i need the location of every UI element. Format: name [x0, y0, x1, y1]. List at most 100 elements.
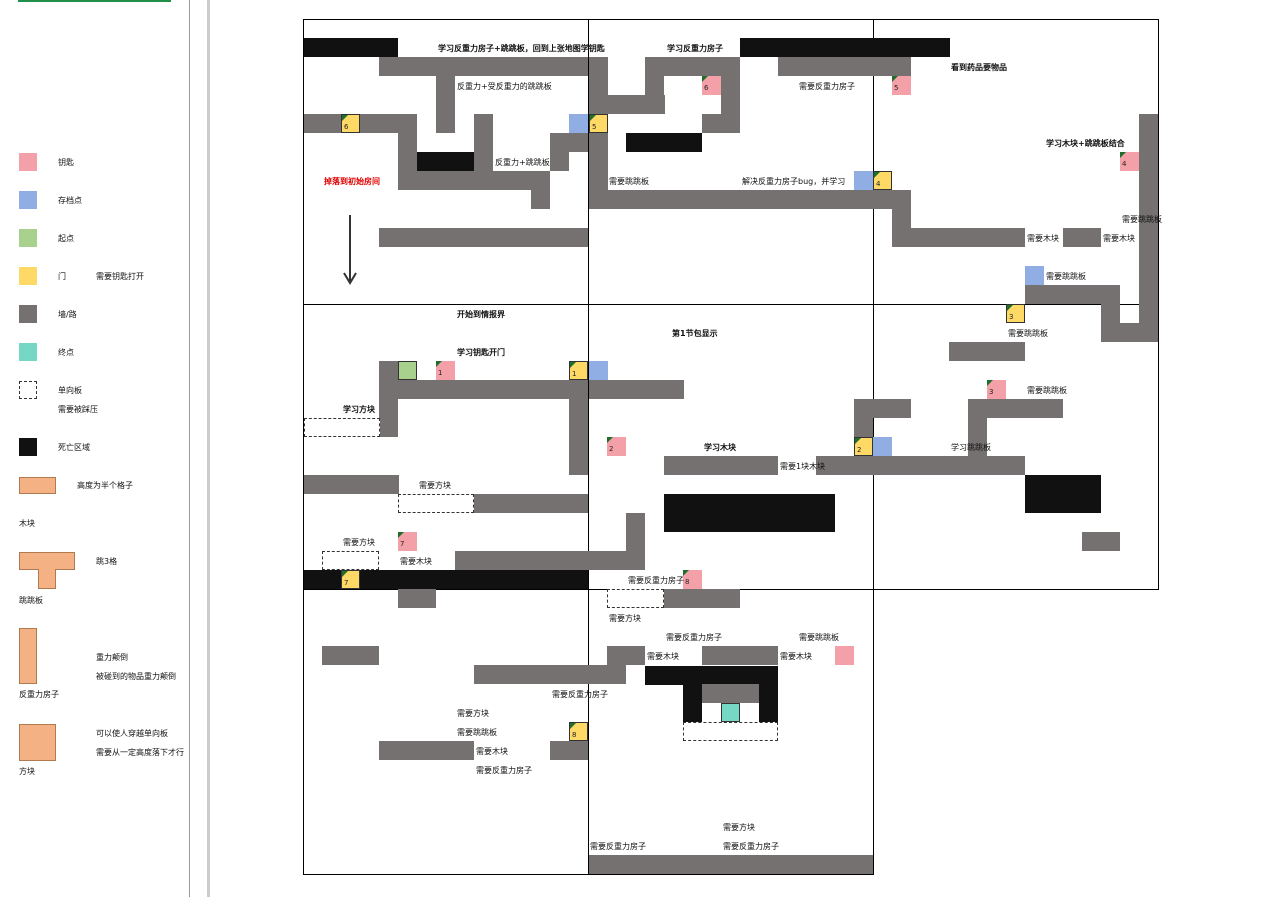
wall	[1025, 285, 1120, 304]
wall	[455, 551, 645, 570]
wall	[968, 399, 987, 456]
map-label: 需要反重力房子	[590, 842, 646, 851]
sidebar-divider	[189, 0, 190, 897]
legend-death-label: 死亡区域	[58, 443, 90, 452]
legend-start-label: 起点	[58, 234, 74, 243]
map-label: 需要跳跳板	[1122, 215, 1162, 224]
legend-oneway-label: 单向板	[58, 386, 82, 395]
death-zone	[626, 133, 702, 152]
map-label: 掉落到初始房间	[324, 177, 380, 186]
death-zone	[759, 685, 778, 723]
grid-line	[303, 304, 1159, 305]
legend-block-note2: 需要从一定高度落下才行	[96, 748, 184, 757]
door: 5	[589, 114, 608, 133]
map-label: 需要反重力房子	[628, 576, 684, 585]
map-label: 需要反重力房子	[666, 633, 722, 642]
death-zone	[304, 38, 398, 57]
key-item: 6	[702, 76, 721, 95]
save-point	[854, 171, 873, 190]
wall	[1139, 114, 1158, 342]
legend-block-note1: 可以使人穿越单向板	[96, 729, 168, 738]
death-zone	[740, 38, 950, 57]
key-item	[835, 646, 854, 665]
key-item: 1	[436, 361, 455, 380]
map-label: 需要跳跳板	[609, 177, 649, 186]
wall	[550, 133, 569, 171]
map-label: 第1节包显示	[672, 329, 718, 338]
legend-spring-note: 跳3格	[96, 557, 118, 566]
door: 1	[569, 361, 588, 380]
wall	[626, 513, 645, 570]
death-zone	[304, 570, 588, 589]
oneway-board	[683, 722, 778, 741]
wall	[589, 380, 684, 399]
wall	[569, 380, 588, 475]
wall	[379, 228, 588, 247]
save-point	[873, 437, 892, 456]
map-label: 需要1块木块	[780, 462, 826, 471]
map-label: 看到药品要物品	[951, 63, 1007, 72]
grid-line	[303, 19, 1159, 20]
door: 8	[569, 722, 588, 741]
map-label: 需要木块	[476, 747, 508, 756]
save-point	[589, 361, 608, 380]
grid-line	[303, 19, 304, 875]
door: 6	[341, 114, 360, 133]
save-point	[569, 114, 588, 133]
legend-block-swatch	[19, 724, 56, 761]
key-item: 2	[607, 437, 626, 456]
wall	[892, 228, 1025, 247]
map-label: 需要跳跳板	[1046, 272, 1086, 281]
legend-spring-name: 跳跳板	[19, 596, 43, 605]
key-item: 7	[398, 532, 417, 551]
map-label: 需要方块	[609, 614, 641, 623]
map-label: 需要方块	[419, 481, 451, 490]
wall	[968, 399, 1063, 418]
legend-start-swatch	[19, 229, 37, 247]
map-label: 需要反重力房子	[723, 842, 779, 851]
wall	[379, 57, 588, 76]
map-label: 需要跳跳板	[799, 633, 839, 642]
map-label: 学习反重力房子	[667, 44, 723, 53]
legend-death-swatch	[19, 438, 37, 456]
legend-gravity-name: 反重力房子	[19, 690, 59, 699]
wall	[379, 380, 588, 399]
wall	[702, 114, 740, 133]
wall	[1101, 323, 1158, 342]
wall	[589, 855, 873, 874]
legend-wood-swatch	[19, 477, 56, 494]
death-zone	[645, 666, 778, 685]
legend-save-label: 存档点	[58, 196, 82, 205]
legend-wood-note: 高度为半个格子	[77, 481, 133, 490]
legend-key-swatch	[19, 153, 37, 171]
save-point	[1025, 266, 1044, 285]
legend-spring-top	[19, 552, 75, 570]
legend-save-swatch	[19, 191, 37, 209]
door: 3	[1006, 304, 1025, 323]
grid-line	[588, 19, 589, 875]
wall	[304, 114, 417, 133]
map-label: 开始到情报界	[457, 310, 505, 319]
end-point	[721, 703, 740, 722]
legend-end-label: 终点	[58, 348, 74, 357]
door: 7	[341, 570, 360, 589]
map-label: 解决反重力房子bug，并学习	[742, 177, 846, 186]
down-arrow-icon	[343, 215, 357, 285]
oneway-board	[322, 551, 379, 570]
wall	[816, 456, 1025, 475]
legend-door-note: 需要钥匙打开	[96, 272, 144, 281]
door: 4	[873, 171, 892, 190]
wall	[645, 57, 740, 76]
wall	[1063, 228, 1101, 247]
map-label: 反重力+受反重力的跳跳板	[457, 82, 552, 91]
oneway-board	[607, 589, 664, 608]
wall	[589, 57, 608, 209]
map-label: 学习木块	[704, 443, 736, 452]
map-label: 需要反重力房子	[552, 690, 608, 699]
wall	[949, 342, 1025, 361]
wall	[379, 741, 474, 760]
oneway-board	[304, 418, 380, 437]
wall	[474, 665, 626, 684]
wall	[778, 57, 911, 76]
map-label: 需要跳跳板	[1008, 329, 1048, 338]
